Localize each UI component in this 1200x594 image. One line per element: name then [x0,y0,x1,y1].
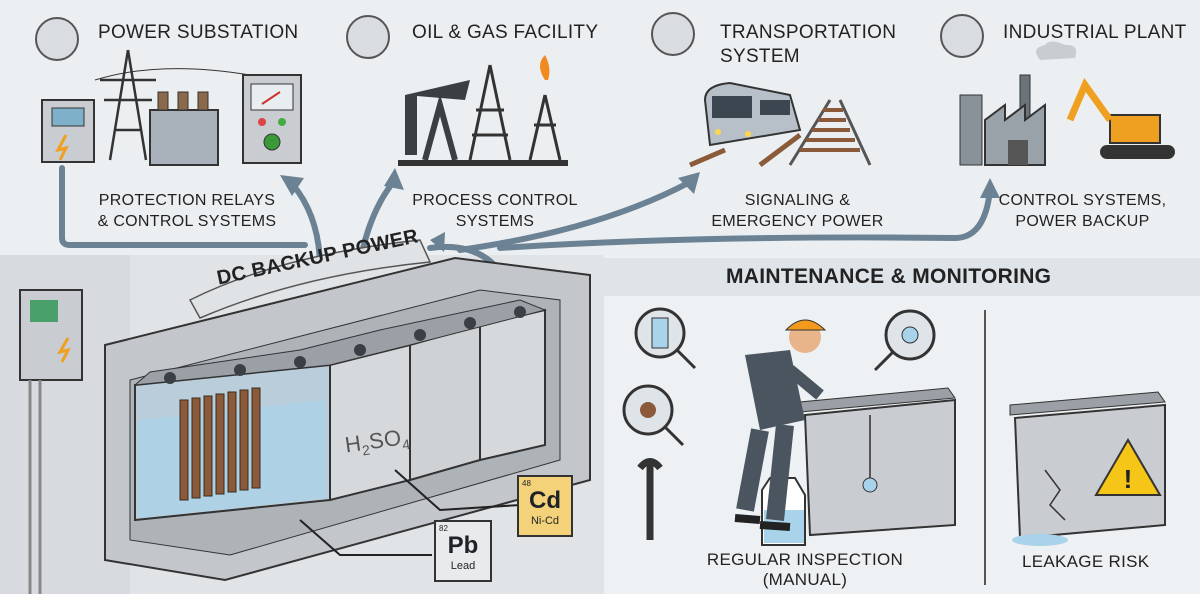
section-title-transport: TRANSPORTATION SYSTEM [720,22,897,67]
element-tile-pb: 82 Pb Lead [434,520,492,582]
train-icon [651,12,695,56]
use-label-oilgas: PROCESS CONTROL SYSTEMS [412,192,578,230]
oilgas-illustration [398,55,568,166]
inspected-battery [803,398,956,537]
inspection-label: REGULAR INSPECTION (MANUAL) [706,550,904,589]
leakage-label: LEAKAGE RISK [1022,552,1150,571]
use-label-transport: SIGNALING & EMERGENCY POWER [711,192,884,230]
wall-control-panel [19,289,83,594]
use-label-industrial: CONTROL SYSTEMS, POWER BACKUP [998,192,1167,230]
leaking-battery [1013,403,1166,540]
section-title-substation: POWER SUBSTATION [98,22,299,43]
element-tile-cd: 48 Cd Ni-Cd [517,475,573,537]
substation-illustration [41,49,302,166]
section-title-oilgas: OIL & GAS FACILITY [412,22,599,43]
maintenance-header-bar [604,258,1200,296]
battery-bank [104,256,591,582]
maintenance-title: MAINTENANCE & MONITORING [726,265,1052,288]
wrench-icon [637,458,663,540]
svg-text:!: ! [1124,464,1133,494]
transmission-tower-icon [35,17,79,61]
section-title-industrial: INDUSTRIAL PLANT [1003,22,1187,43]
banner-shape [188,239,432,319]
factory-icon [940,14,984,58]
transport-illustration [689,81,872,168]
pumpjack-icon [346,15,390,59]
industrial-illustration [959,41,1175,166]
use-label-substation: PROTECTION RELAYS & CONTROL SYSTEMS [97,192,277,230]
worker [734,319,827,531]
warning-icon [1094,438,1162,496]
